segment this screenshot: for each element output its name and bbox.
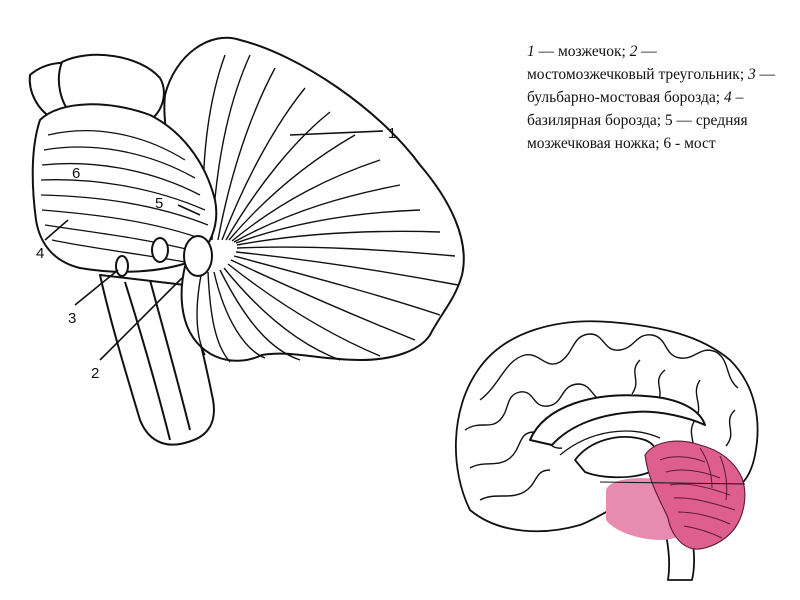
corpus-callosum [530, 395, 705, 445]
callout-2: 2 [91, 365, 99, 382]
legend-text-4: – базилярная борозда [527, 89, 744, 129]
legend-text-5: ; 5 — средняя мозжечковая ножка; 6 - мос… [527, 112, 748, 152]
flocculus [184, 236, 212, 276]
callout-3: 3 [68, 310, 76, 327]
legend-text-1: — мозжечок; [534, 43, 630, 60]
medulla-groove [125, 280, 190, 440]
legend-number-3: 3 [748, 66, 756, 83]
legend-number-1: 1 [527, 43, 535, 60]
callout-6: 6 [72, 165, 80, 182]
cerebellum-highlight [645, 441, 745, 549]
nerve-root-b [116, 256, 128, 276]
callout-4: 4 [36, 245, 44, 262]
pons-fibers [41, 131, 208, 262]
legend-number-2: 2 [629, 43, 638, 60]
legend-number-4: 4 [723, 89, 732, 106]
legend-text-3: — бульбарно-мостовая борозда; [527, 66, 776, 106]
callout-5: 5 [155, 195, 163, 212]
callout-1: 1 [388, 125, 396, 142]
figure-legend: 1 — мозжечок; 2 — мостомозжечковый треуг… [527, 40, 787, 155]
fornix [560, 431, 660, 455]
cerebellar-folia [197, 55, 458, 362]
highlighted-region [599, 441, 746, 549]
cerebellum-brainstem-drawing [30, 38, 464, 445]
callout-leaders [44, 130, 384, 361]
section-line [599, 481, 746, 485]
nerve-root-a [152, 238, 168, 262]
cerebellum-hemisphere [164, 38, 463, 361]
legend-text-2: — мостомозжечковый треугольник; [527, 43, 749, 83]
cerebellum-highlight-folia [660, 448, 735, 538]
